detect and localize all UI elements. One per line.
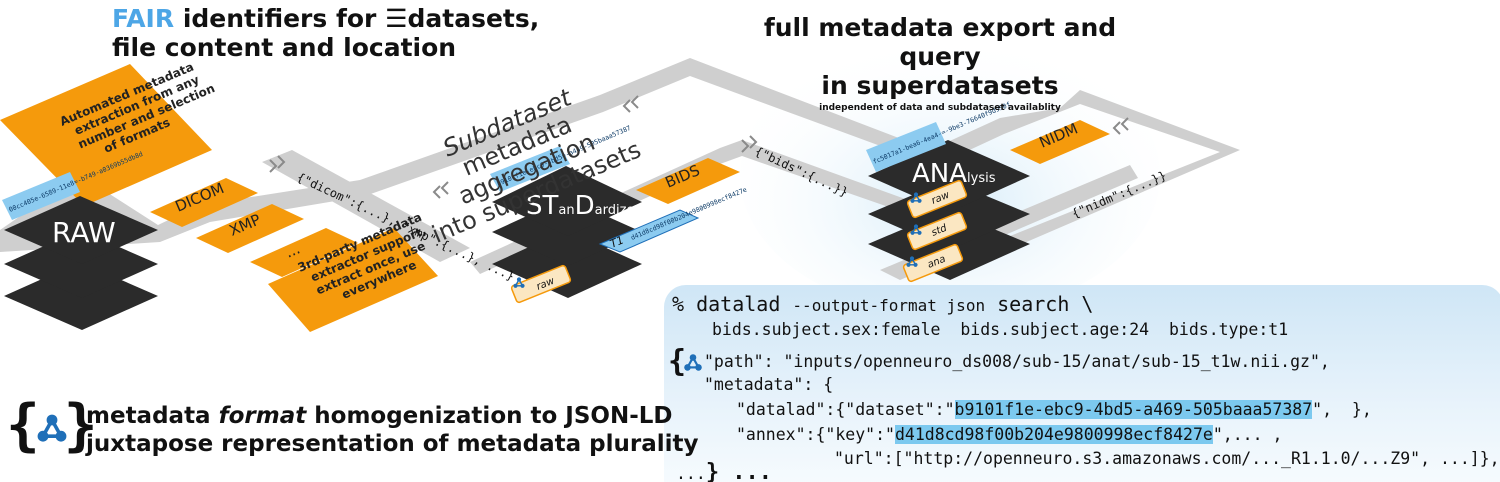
code-terms: bids.subject.sex:female bids.subject.age…: [712, 320, 1289, 339]
std-id-tag: [490, 146, 570, 192]
export-subtitle: independent of data and subdataset avail…: [819, 103, 1061, 113]
layers-icon: ☰: [385, 4, 408, 33]
std-title: STanDardized: [526, 191, 643, 221]
ana-id-tag: [866, 122, 946, 172]
code-metadata: "metadata": {: [704, 375, 834, 394]
code-path: "path": "inputs/openneuro_ds008/sub-15/a…: [704, 352, 1330, 371]
jsonld-brace-icon: {}: [6, 393, 98, 458]
nidm-band: [1010, 120, 1110, 164]
dots-label: ...: [283, 240, 303, 262]
xmp-band: [196, 204, 304, 253]
homogenization-text: metadata format homogenization to JSON-L…: [86, 403, 699, 457]
code-datalad: "datalad":{"dataset":"b9101f1e-ebc9-4bd5…: [736, 400, 1372, 419]
code-close: ...} ...: [676, 460, 773, 482]
subdataset-tags: [510, 179, 968, 304]
t1-id-tag: [598, 209, 700, 253]
code-cmd: % datalad --output-format json search \: [672, 292, 1094, 316]
export-line2: in superdatasets: [821, 71, 1059, 100]
third-party-note: [268, 228, 438, 332]
fair-line1: identifiers for: [182, 4, 377, 33]
code-url: "url":["http://openneuro.s3.amazonaws.co…: [834, 449, 1500, 468]
fair-datasets: datasets,: [407, 4, 540, 33]
fair-heading: FAIR identifiers for ☰datasets, file con…: [112, 4, 539, 62]
code-annex: "annex":{"key":"d41d8cd98f00b204e9800998…: [736, 425, 1283, 444]
raw-title: RAW: [52, 216, 116, 249]
export-heading: full metadata export and query in superd…: [740, 13, 1140, 114]
auto-extraction-note: [0, 64, 212, 206]
code-jsonld-icon: {: [668, 344, 704, 379]
ana-title: ANAlysis: [912, 159, 996, 189]
fair-word: FAIR: [112, 4, 175, 33]
std-dataset-stack: [492, 166, 642, 298]
raw-dataset-stack: [4, 196, 158, 330]
dots-band: [250, 228, 358, 277]
raw-id-tag: [2, 172, 80, 220]
search-code-panel: [664, 285, 1500, 482]
orange-rail-labels: [150, 120, 1110, 277]
fair-line2: file content and location: [112, 33, 457, 62]
export-line1: full metadata export and query: [763, 13, 1117, 71]
dicom-band: [150, 178, 258, 227]
bids-band: [636, 158, 740, 204]
t1-label: T1: [608, 233, 626, 250]
